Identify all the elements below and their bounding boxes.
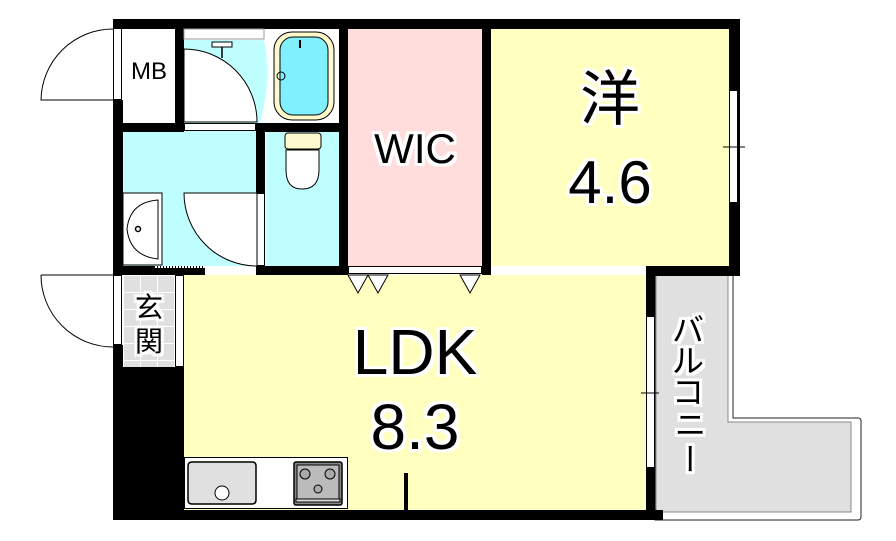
wall-left-upper <box>113 100 123 275</box>
bathtub-water <box>279 36 329 116</box>
balcony-char: ニ <box>670 408 707 440</box>
washroom-door-swing <box>183 192 258 267</box>
entrance-label-top: 玄 <box>134 292 163 323</box>
toilet-bowl <box>285 149 320 190</box>
entrance-step <box>175 275 184 367</box>
wall-under-mb <box>113 123 184 132</box>
wall-lower-left-block <box>113 367 184 520</box>
wash-basin <box>126 199 159 260</box>
balcony-char: バ <box>671 312 704 348</box>
wall-wic-right <box>482 19 491 275</box>
wic-floor <box>348 28 482 266</box>
wall-ldk-right-upper <box>646 266 655 316</box>
entrance-door-frame <box>113 275 122 345</box>
mb-label: MB <box>131 58 167 85</box>
wall-toilet-left-upper <box>256 123 265 193</box>
wic-door-rail <box>348 266 482 274</box>
entrance-label-bottom: 関 <box>134 326 163 357</box>
kitchen-sink <box>187 461 257 505</box>
wall-bottom <box>113 510 663 520</box>
ldk-size: 8.3 <box>370 391 460 463</box>
wall-wet-bottom-right <box>256 266 348 275</box>
western-room-size: 4.6 <box>568 149 652 216</box>
western-room-opening <box>491 266 646 275</box>
entrance-floor <box>123 275 175 367</box>
balcony-char: ル <box>671 343 704 379</box>
ldk-partition-stub <box>404 473 408 510</box>
western-room-floor <box>488 28 730 266</box>
wall-mb-bath <box>175 19 184 131</box>
wall-balcony-top <box>646 266 740 276</box>
ldk-label: LDK <box>352 316 478 388</box>
bath-door-swing <box>183 48 258 123</box>
mb-door-swing <box>40 28 114 101</box>
wall-wic-left <box>339 19 348 275</box>
wall-bath-bottom <box>256 123 348 132</box>
balcony-char: コ <box>671 374 704 410</box>
western-room-label: 洋 <box>580 66 640 133</box>
mb-closet-floor <box>123 28 175 124</box>
wall-ldk-right-lower <box>646 468 655 520</box>
bath-door-opening <box>184 123 256 131</box>
balcony-label: バ ル コ ニ ー <box>668 312 708 479</box>
balcony-char: ー <box>670 443 707 475</box>
wic-label: WIC <box>374 125 456 172</box>
wall-wet-bottom-left <box>113 266 205 275</box>
washroom-door-opening <box>205 266 256 275</box>
mb-door-frame <box>113 28 122 100</box>
entrance-door-swing <box>40 274 114 348</box>
wall-top <box>113 19 740 29</box>
balcony-window <box>646 316 655 468</box>
